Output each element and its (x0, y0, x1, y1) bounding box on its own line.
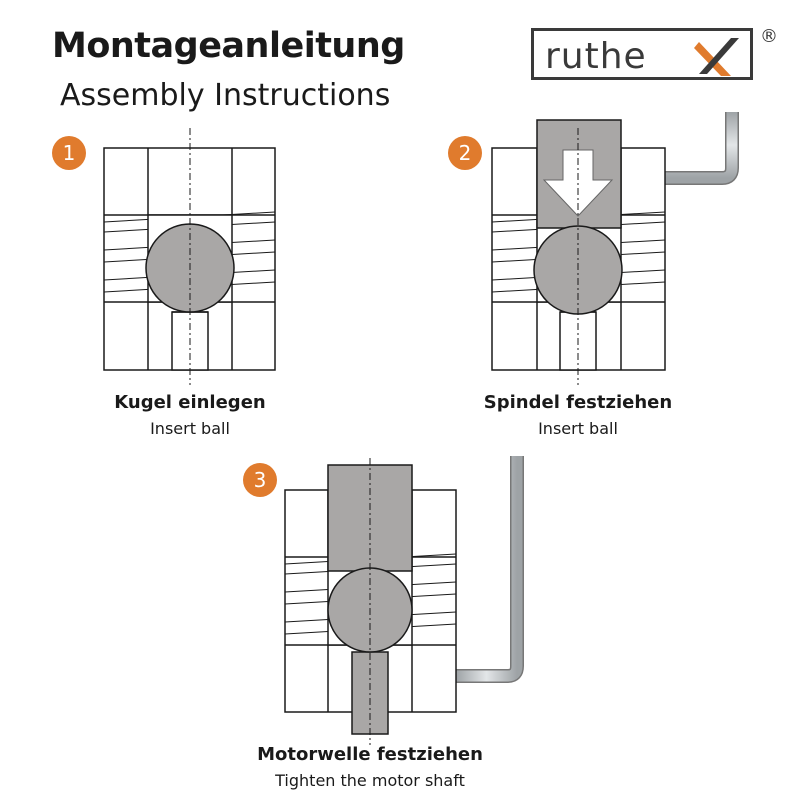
step-1-badge: 1 (52, 136, 86, 170)
step-1-drawing (103, 128, 276, 385)
step-2-drawing (491, 112, 739, 385)
page-title: Montageanleitung (52, 26, 405, 66)
step-3-subtitle: Tighten the motor shaft (275, 771, 465, 790)
step-2-title: Spindel festziehen (483, 392, 673, 413)
step-2-subtitle: Insert ball (538, 419, 618, 438)
page-subtitle: Assembly Instructions (60, 78, 391, 113)
step-3-title: Motorwelle festziehen (257, 744, 483, 765)
step-2-badge: 2 (448, 136, 482, 170)
registered-mark: ® (760, 26, 778, 47)
step-1-title: Kugel einlegen (114, 392, 266, 413)
step-3-badge: 3 (243, 463, 277, 497)
step-3-drawing (284, 456, 524, 745)
step-1-subtitle: Insert ball (150, 419, 230, 438)
svg-text:ruthe: ruthe (545, 36, 647, 77)
ruthex-logo: ruthe (531, 28, 753, 80)
